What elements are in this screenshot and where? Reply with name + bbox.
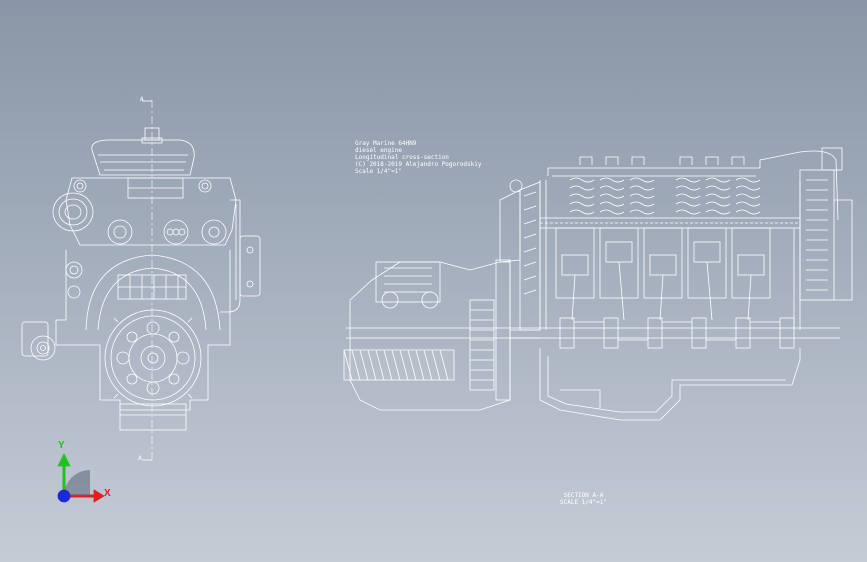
crankshaft <box>346 317 840 349</box>
title-line-3: Longitudinal cross-section <box>355 154 449 161</box>
title-block: Gray Marine 64HN9 diesel engine Longitud… <box>355 140 481 175</box>
section-view <box>343 147 853 421</box>
section-scale: SCALE 1/4"=1" <box>560 499 607 506</box>
title-line-4: (C) 2018-2019 Alejandro Pogorodskiy <box>355 161 482 168</box>
axis-triad <box>57 453 105 503</box>
gearbox <box>343 259 540 411</box>
front-view <box>21 100 261 462</box>
title-line-5: Scale 1/4"=1" <box>355 168 402 175</box>
title-line-1: Gray Marine 64HN9 <box>355 140 417 147</box>
cylinders <box>555 227 771 321</box>
valve-springs <box>569 156 761 215</box>
section-label: SECTION A-A SCALE 1/4"=1" <box>560 492 607 506</box>
axis-x-label: X <box>104 488 111 499</box>
title-line-2: diesel engine <box>355 147 402 154</box>
section-title: SECTION A-A <box>563 492 604 499</box>
section-mark-bottom: A <box>138 455 142 462</box>
axis-y-label: Y <box>58 440 65 451</box>
section-mark-top: A <box>140 96 144 103</box>
